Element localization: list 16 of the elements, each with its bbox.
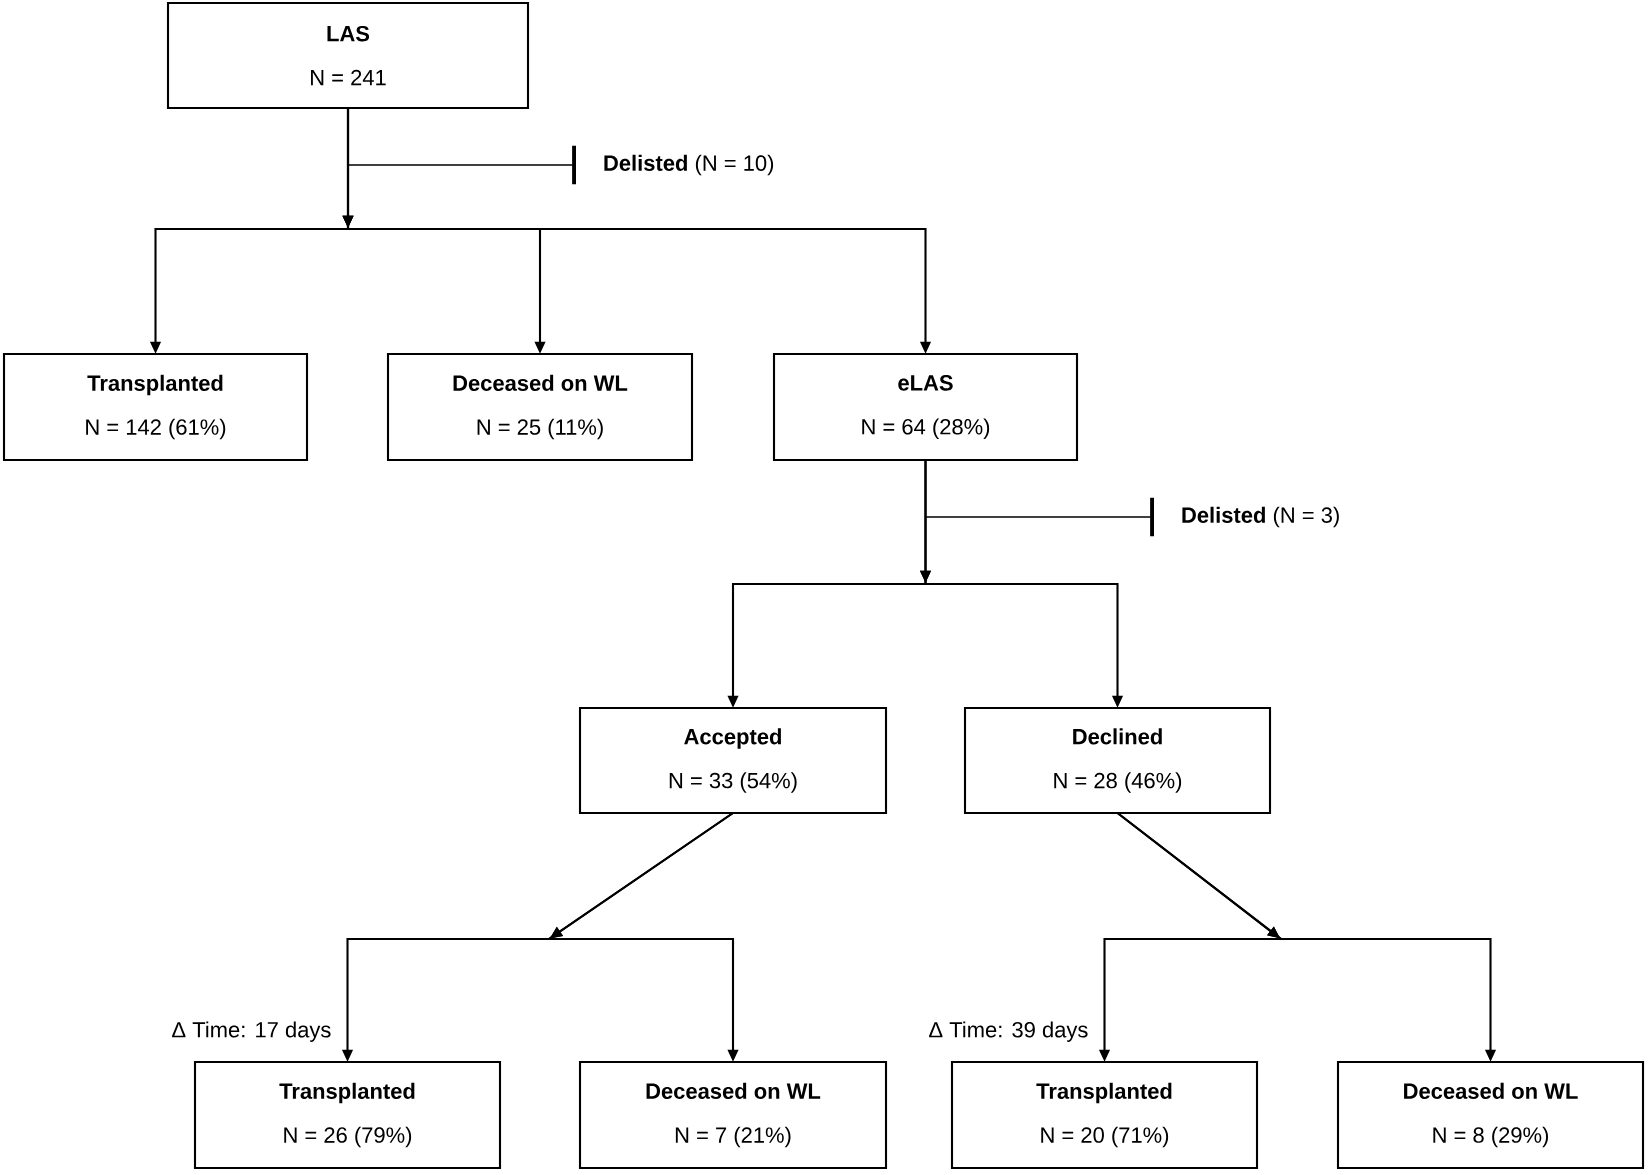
flow-box: Accepted N = 33 (54%) (578, 706, 888, 815)
flow-box: Transplanted N = 26 (79%) (193, 1060, 502, 1170)
bar-line (924, 497, 1154, 537)
note-text: Delisted (N = 3) (1182, 506, 1339, 528)
flow-box: Declined N = 28 (46%) (963, 706, 1272, 815)
flow-box: Deceased on WL N = 8 (29%) (1336, 1060, 1645, 1170)
duration-label: Δ Time: 39 days (929, 1021, 1088, 1042)
flow-box: eLAS N = 64 (28%) (772, 352, 1079, 462)
flow-box: Transplanted N = 142 (61%) (2, 352, 309, 462)
flow-box: LAS N = 241 (166, 1, 530, 110)
bar-line (347, 145, 576, 185)
flow-box: Deceased on WL N = 7 (21%) (578, 1060, 888, 1170)
flow-box: Transplanted N = 20 (71%) (950, 1060, 1259, 1170)
duration-label: Δ Time: 17 days (172, 1021, 331, 1042)
flow-box: Deceased on WL N = 25 (11%) (386, 352, 694, 462)
note-text: Delisted (N = 10) (604, 154, 774, 176)
